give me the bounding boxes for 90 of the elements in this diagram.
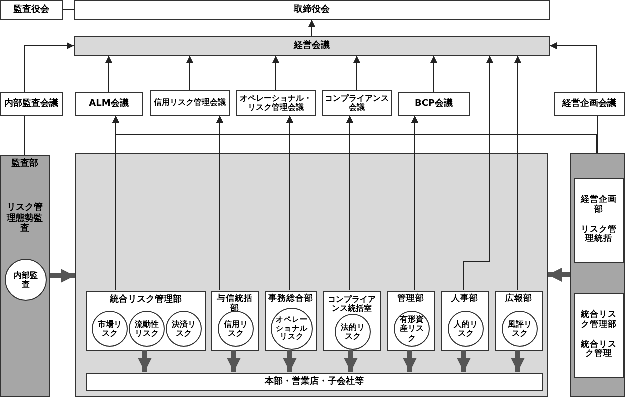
node-label: 広報部 [504, 295, 534, 305]
committee-box [398, 92, 470, 116]
node-subtitle: リスク管理統括 [580, 226, 618, 246]
node-label: 経営会議 [292, 40, 331, 52]
department-box [265, 291, 317, 351]
panel [75, 153, 548, 397]
arrow [112, 116, 120, 290]
risk-circle [271, 308, 313, 350]
block-arrow [403, 350, 417, 372]
node-label: オペレーショナル・リスク管理会議 [239, 94, 313, 112]
node-label: 信用リスク [223, 320, 249, 338]
arrow [286, 116, 294, 290]
node-label: 統合リスク管理部 [109, 295, 183, 306]
arrow [24, 42, 74, 92]
risk-circle [92, 311, 128, 347]
arrow [514, 56, 522, 290]
node-label: 信用リスク管理会議 [152, 98, 227, 108]
risk-circle [218, 311, 254, 347]
node-label: 決済リスク [171, 320, 197, 338]
arrow [106, 56, 112, 92]
committee-bar [74, 36, 550, 56]
node-label: コンプライアンス会議 [324, 94, 390, 112]
committee-box [0, 92, 63, 116]
node-label: 管理部 [396, 295, 426, 305]
node-label: 取締役会 [293, 4, 331, 16]
risk-circle [448, 311, 484, 347]
department-box [323, 291, 381, 351]
risk-circle [335, 314, 371, 350]
arrow [216, 116, 224, 290]
department-box [574, 178, 624, 263]
block-arrow [548, 268, 570, 282]
risk-circle [5, 259, 47, 301]
node-label: 有形資産リスク [399, 315, 425, 343]
department-box [574, 293, 624, 378]
block-arrow [511, 350, 525, 372]
block-arrow [227, 350, 241, 372]
block-arrow [50, 269, 75, 283]
arrow [346, 116, 354, 290]
risk-circle [129, 311, 165, 347]
node-label: 人事部 [450, 295, 480, 305]
committee-box [554, 92, 625, 116]
risk-circle [394, 311, 430, 347]
connector-line [597, 116, 598, 154]
department-box [441, 291, 489, 351]
node-label: 経営企画部 [580, 196, 618, 216]
department-box [86, 291, 206, 351]
board-box [0, 0, 63, 20]
node-subtitle: 統合リスク管理 [580, 340, 618, 360]
risk-circle [166, 311, 202, 347]
arrow [272, 56, 280, 90]
arrow [412, 116, 418, 290]
department-band [0, 155, 50, 397]
arrow [464, 56, 494, 290]
arrow [186, 56, 194, 90]
board-box [74, 0, 550, 20]
node-label: 本部・営業店・子会社等 [264, 376, 365, 388]
arrow [430, 56, 438, 92]
node-label: 市場リスク [97, 320, 123, 338]
block-arrow [283, 350, 297, 372]
node-label: 法的リスク [340, 322, 366, 342]
block-arrow [138, 350, 152, 372]
arrow [550, 42, 598, 92]
department-band [570, 153, 625, 397]
committee-box [75, 92, 143, 116]
risk-circle [502, 311, 538, 347]
committee-box [150, 90, 230, 116]
node-label: ALM会議 [88, 98, 130, 110]
node-label: 流動性リスク [134, 320, 160, 338]
department-box [387, 291, 435, 351]
node-label: 事務総合部 [268, 295, 314, 305]
block-arrow [457, 350, 471, 372]
node-label: 監査部 [10, 159, 40, 170]
node-label: コンプライアンス統括室 [327, 295, 377, 314]
office-bar [86, 373, 543, 391]
node-label: 統合リスク管理部 [580, 310, 618, 330]
node-label: 与信統括部 [216, 295, 254, 315]
connector-line [24, 116, 26, 156]
node-label: 内部監査 [13, 270, 39, 290]
arrow [354, 56, 360, 90]
node-label: 人的リスク [453, 320, 479, 338]
node-label: 監査役会 [12, 4, 50, 16]
node-subtitle: リスク管理態勢監査 [6, 203, 44, 234]
block-arrow [344, 350, 358, 372]
arrow [308, 20, 316, 36]
department-box [211, 291, 259, 351]
node-label: BCP会議 [414, 98, 454, 110]
node-label: 内部監査会議 [4, 98, 60, 110]
node-label: 風評リスク [507, 320, 533, 338]
department-box [495, 291, 543, 351]
node-label: 経営企画会議 [561, 98, 618, 110]
